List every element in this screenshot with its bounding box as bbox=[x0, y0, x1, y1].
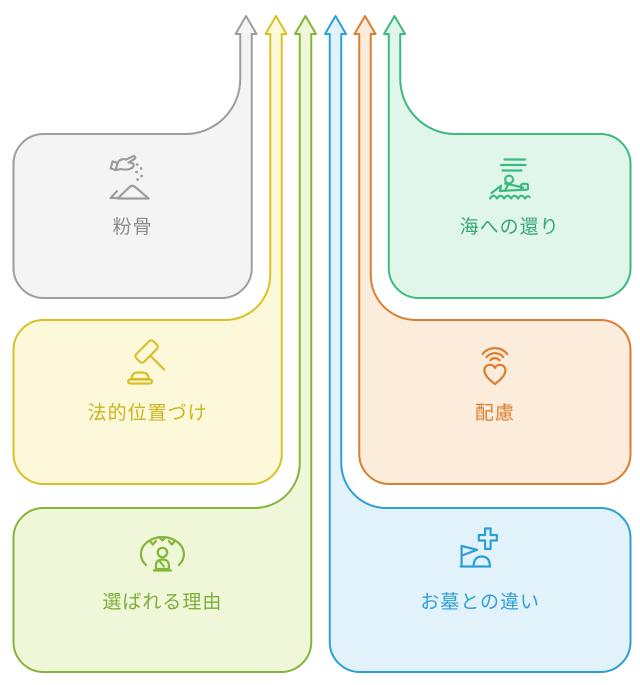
grave-cross-icon bbox=[459, 527, 499, 568]
node-label-hairyo: 配慮 bbox=[475, 402, 515, 424]
branch-shape-hairyo bbox=[353, 15, 632, 485]
node-label-ohaka: お墓との違い bbox=[420, 591, 540, 613]
gavel-icon bbox=[126, 339, 166, 385]
branch-shape-ohaka bbox=[324, 15, 632, 673]
branch-shape-umi bbox=[383, 15, 632, 299]
hand-powder-icon bbox=[109, 154, 150, 200]
person-nature-icon bbox=[139, 535, 185, 572]
branch-shape-houteki bbox=[12, 15, 288, 485]
heart-signal-icon bbox=[481, 347, 509, 386]
boat-sea-icon bbox=[489, 158, 531, 200]
branch-shape-erabareru bbox=[12, 15, 317, 673]
node-label-erabareru: 選ばれる理由 bbox=[102, 591, 222, 613]
node-label-funkotsu: 粉骨 bbox=[113, 216, 153, 238]
node-label-umi: 海への還り bbox=[460, 216, 560, 238]
node-label-houteki: 法的位置づけ bbox=[88, 402, 208, 424]
